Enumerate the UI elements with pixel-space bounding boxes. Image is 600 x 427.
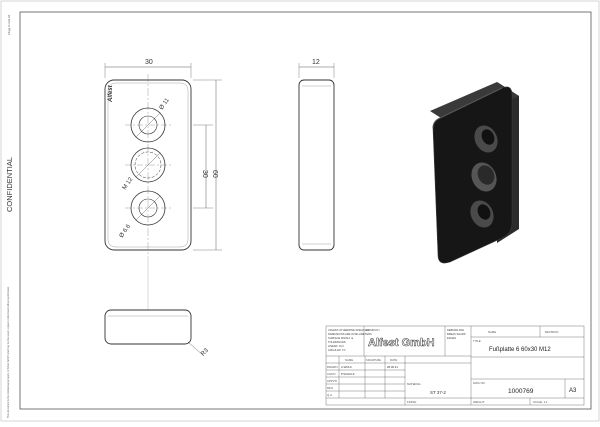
tb-date-label: DATE (390, 358, 397, 362)
tb-row-mfg: MFG (327, 386, 333, 390)
tb-signature-label: SIGNATURE (366, 358, 381, 362)
front-view (104, 63, 222, 310)
tb-material-label: MATERIAL: (407, 382, 422, 386)
side-note-bottom: This document is the intellectual proper… (7, 286, 10, 418)
tb-company-label: COMPANY (366, 328, 380, 332)
tb-drawn-name: A.WOLK (341, 365, 352, 369)
leader-mid (135, 152, 161, 178)
iso-hole-top-inner (481, 129, 495, 145)
tb-row-checked: CHK'D (327, 372, 335, 376)
tb-row-qa: Q.A. (327, 393, 333, 397)
hole-top (138, 115, 158, 135)
tb-notes: UNLESS OTHERWISE SPECIFIED: DIMENSIONS A… (328, 328, 372, 352)
dim-height-30: 30 (201, 170, 208, 178)
drawing-frame (19, 11, 592, 410)
iso-hole-mid-inner (477, 165, 495, 185)
isometric-view (430, 82, 519, 264)
tb-dwg-no: 1000769 (508, 388, 534, 395)
side-view (298, 63, 335, 251)
iso-edge-highlight (432, 87, 503, 129)
tb-title-label: TITLE: (473, 339, 482, 343)
tb-debur-note: DEBURR AND BREAK SHARP EDGES (447, 328, 466, 340)
iso-hole-bottom-inner (477, 204, 491, 220)
tb-row-drawn: DRAWN (327, 365, 337, 369)
thread-hole-inner (134, 151, 162, 179)
bottom-view (104, 309, 205, 357)
dim-thickness-12: 12 (312, 59, 320, 66)
dim-width-30: 30 (145, 59, 153, 66)
counterbore-bottom (130, 190, 166, 226)
tb-drawn-date: 28.06.21 (387, 365, 398, 369)
tb-finish-label: FINISH: (407, 400, 417, 404)
bottom-plate-outline (104, 309, 192, 345)
radius-label: R3 (200, 347, 210, 357)
counterbore-top (130, 107, 166, 143)
tb-row-approved: APPV'D (327, 379, 337, 383)
side-plate-outline (298, 79, 335, 251)
confidential-label: CONFIDENTIAL (5, 157, 14, 212)
tb-material-value: ST 37-2 (430, 390, 446, 395)
tb-weight-label: WEIGHT: (473, 400, 485, 404)
tb-company-name: Alfest GmbH (368, 337, 435, 349)
title-block-frame (325, 325, 585, 406)
leader-top (135, 112, 161, 138)
title-block (325, 325, 585, 406)
tb-part-title: Fußplatte 6 60x30 M12 (489, 347, 551, 353)
tb-name-label: NAME (345, 358, 353, 362)
tb-revision-label: REVISION (545, 330, 558, 334)
tb-name-col: NAME (488, 330, 496, 334)
dim-height-60: 60 (211, 170, 218, 178)
leader-bottom (135, 195, 161, 221)
hole-bottom (138, 198, 158, 218)
tb-checked-name: P.SCHULZ (341, 372, 355, 376)
thread-hole-outer (130, 147, 166, 183)
tb-scale-label: SCALE: 1:1 (533, 400, 548, 404)
logo-text: Alfest (108, 84, 114, 103)
side-note-top: Plugg fomtak A4 (7, 14, 11, 35)
tb-size: A3 (569, 388, 577, 394)
radius-leader (187, 341, 205, 357)
tb-dwg-label: DWG NO. (473, 381, 486, 385)
